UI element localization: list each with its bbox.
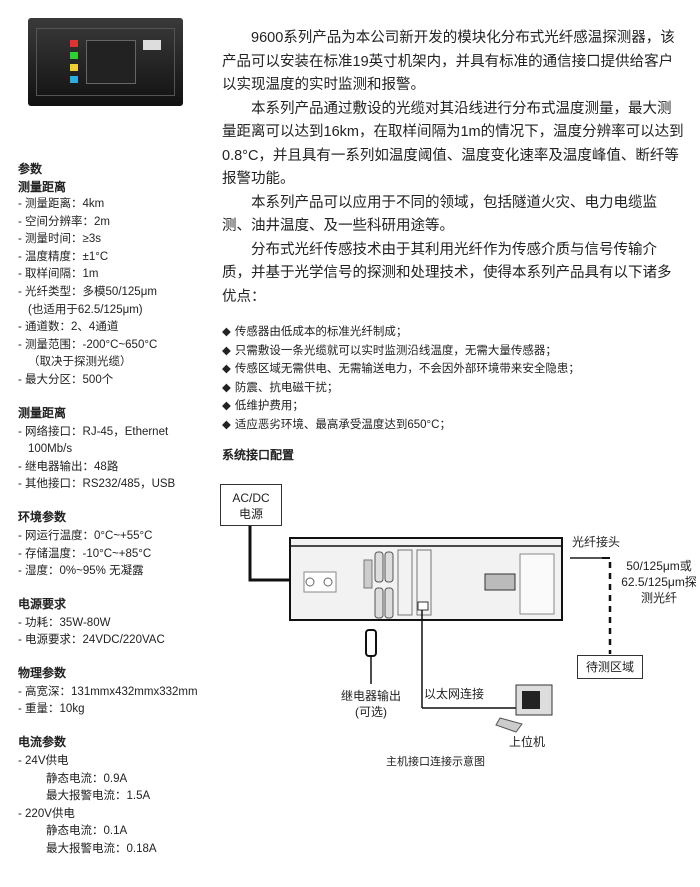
advantage-item: ◆传感器由低成本的标准光纤制成； [222, 323, 684, 342]
test-zone-box: 待测区域 [577, 655, 643, 679]
section-title: 系统接口配置 [222, 447, 295, 462]
fiber-line-1: 50/125μm或 [626, 559, 692, 573]
params-title: 参数 [18, 162, 43, 176]
spec-section-title: 电流参数 [18, 735, 67, 750]
advantage-text: 传感器由低成本的标准光纤制成； [234, 326, 408, 338]
spec-item: 静态电流：0.1A [46, 825, 128, 838]
spec-item: - 存储温度：-10°C~+85°C [18, 547, 152, 560]
advantages-list: ◆传感器由低成本的标准光纤制成；◆只需敷设一条光缆就可以实时监测沿线温度，无需大… [222, 323, 684, 435]
power-source-box: AC/DC 电源 [220, 484, 282, 526]
spec-section: 电源要求 - 功耗：35W-80W - 电源要求：24VDC/220VAC [18, 595, 218, 650]
host-pc-label: 上位机 [509, 735, 546, 749]
fiber-type-label: 50/125μm或 62.5/125μm探 测光纤 [618, 558, 700, 606]
ethernet-label: 以太网连接 [424, 687, 485, 701]
spec-item: - 24V供电 [18, 755, 69, 768]
spec-item: - 功耗：35W-80W [18, 616, 111, 629]
spec-section: 电流参数 - 24V供电静态电流：0.9A 最大报警电流：1.5A - 220V供电静… [18, 733, 218, 859]
advantage-item: ◆只需敷设一条光缆就可以实时监测沿线温度，无需大量传感器； [222, 342, 684, 361]
spec-item: - 取样间隔：1m [18, 268, 99, 281]
diamond-bullet-icon: ◆ [222, 363, 231, 376]
diamond-bullet-icon: ◆ [222, 326, 231, 338]
spec-item: - 最大分区：500个 [18, 373, 114, 386]
advantage-text: 低维护费用； [234, 400, 304, 413]
spec-section-title: 环境参数 [18, 509, 67, 524]
spec-section: 环境参数 - 网运行温度：0°C~+55°C - 存储温度：-10°C~+85°C -… [18, 508, 218, 581]
spec-section-title: 物理参数 [18, 665, 67, 680]
spec-item: - 220V供电 [18, 807, 75, 820]
spec-item: - 网络接口：RJ-45，Ethernet [18, 425, 169, 438]
spec-section: 测量距离 - 测量距离：4km - 空间分辨率：2m - 测量时间：≥3s - 温度精度… [18, 178, 218, 390]
spec-item: - 测量范围：-200°C~650°C [18, 338, 158, 351]
spec-item: - 网运行温度：0°C~+55°C [18, 529, 153, 542]
relay-label: 继电器输出 (可选) [336, 688, 406, 720]
advantage-text: 适应恶劣环境、最高承受温度达到650°C； [234, 418, 451, 431]
advantage-item: ◆传感区域无需供电、无需输送电力，不会因外部环境带来安全隐患； [222, 360, 684, 379]
spec-item: (也适用于62.5/125μm) [28, 303, 143, 316]
spec-section-title: 测量距离 [18, 180, 67, 194]
spec-item: - 继电器输出：48路 [18, 460, 119, 473]
spec-item: 100Mb/s [28, 443, 73, 456]
advantage-text: 传感区域无需供电、无需输送电力，不会因外部环境带来安全隐患； [234, 363, 580, 376]
connection-diagram: AC/DC 电源 光纤接头 50/125μm或 62.5/125μm探 测光纤 … [210, 470, 700, 770]
advantage-item: ◆适应恶劣环境、最高承受温度达到650°C； [222, 416, 684, 435]
spec-item: - 测量时间：≥3s [18, 233, 101, 246]
spec-column: 参数 测量距离 - 测量距离：4km - 空间分辨率：2m - 测量时间：≥3s - 温… [18, 160, 218, 873]
spec-item: 静态电流：0.9A [46, 772, 128, 785]
spec-section-title: 电源要求 [18, 596, 67, 611]
product-image [28, 18, 183, 106]
diagram-lines [248, 526, 612, 733]
intro-paragraph: 分布式光纤传感技术由于其利用光纤作为传感介质与信号传输介质，并基于光学信号的探测… [222, 241, 672, 305]
spec-section-title: 测量距离 [18, 405, 67, 420]
spec-section: 测量距离 - 网络接口：RJ-45，Ethernet 100Mb/s - 继电器输出：… [18, 404, 218, 494]
relay-line-1: 继电器输出 [340, 689, 401, 703]
advantage-item: ◆低维护费用； [222, 397, 684, 416]
diamond-bullet-icon: ◆ [222, 381, 231, 394]
advantage-text: 只需敷设一条光缆就可以实时监测沿线温度，无需大量传感器； [234, 344, 557, 357]
relay-line-2: (可选) [355, 705, 387, 719]
fiber-line-3: 测光纤 [640, 591, 677, 605]
spec-item: - 空间分辨率：2m [18, 215, 110, 228]
diamond-bullet-icon: ◆ [222, 418, 231, 431]
diamond-bullet-icon: ◆ [222, 344, 231, 357]
spec-item: - 其他接口：RS232/485，USB [18, 478, 176, 491]
spec-section: 物理参数 - 高宽深：131mmx432mmx332mm - 重量：10kg [18, 664, 218, 719]
power-label: AC/DC [232, 491, 270, 505]
spec-item: - 温度精度：±1°C [18, 250, 109, 263]
intro-paragraph: 本系列产品通过敷设的光缆对其沿线进行分布式温度测量，最大测量距离可以达到16km… [222, 100, 684, 188]
spec-item: 最大报警电流：1.5A [46, 790, 151, 803]
spec-item: - 光纤类型：多模50/125μm [18, 285, 157, 298]
intro-paragraph: 本系列产品可以应用于不同的领域，包括隧道火灾、电力电缆监测、油井温度、及一些科研… [222, 194, 657, 235]
fiber-line-2: 62.5/125μm探 [621, 575, 697, 589]
fiber-connector-label: 光纤接头 [572, 535, 621, 549]
spec-item: 最大报警电流：0.18A [46, 843, 157, 856]
spec-item: - 湿度：0%~95% 无凝露 [18, 565, 144, 578]
advantage-item: ◆防震、抗电磁干扰； [222, 379, 684, 398]
spec-item: （取决于探测光缆） [28, 356, 132, 369]
spec-item: - 电源要求：24VDC/220VAC [18, 634, 165, 647]
description-column: 9600系列产品为本公司新开发的模块化分布式光纤感温探测器，该产品可以安装在标准… [222, 27, 684, 463]
diagram-caption: 主机接口连接示意图 [386, 756, 485, 768]
advantage-text: 防震、抗电磁干扰； [234, 381, 339, 394]
power-label-2: 电源 [238, 507, 263, 521]
diamond-bullet-icon: ◆ [222, 400, 231, 413]
intro-text: 9600系列产品为本公司新开发的模块化分布式光纤感温探测器，该产品可以安装在标准… [222, 27, 684, 309]
spec-item: - 高宽深：131mmx432mmx332mm [18, 685, 198, 698]
spec-item: - 重量：10kg [18, 703, 85, 716]
spec-item: - 测量距离：4km [18, 198, 105, 210]
spec-item: - 通道数：2、4通道 [18, 321, 119, 334]
intro-paragraph: 9600系列产品为本公司新开发的模块化分布式光纤感温探测器，该产品可以安装在标准… [222, 30, 675, 93]
